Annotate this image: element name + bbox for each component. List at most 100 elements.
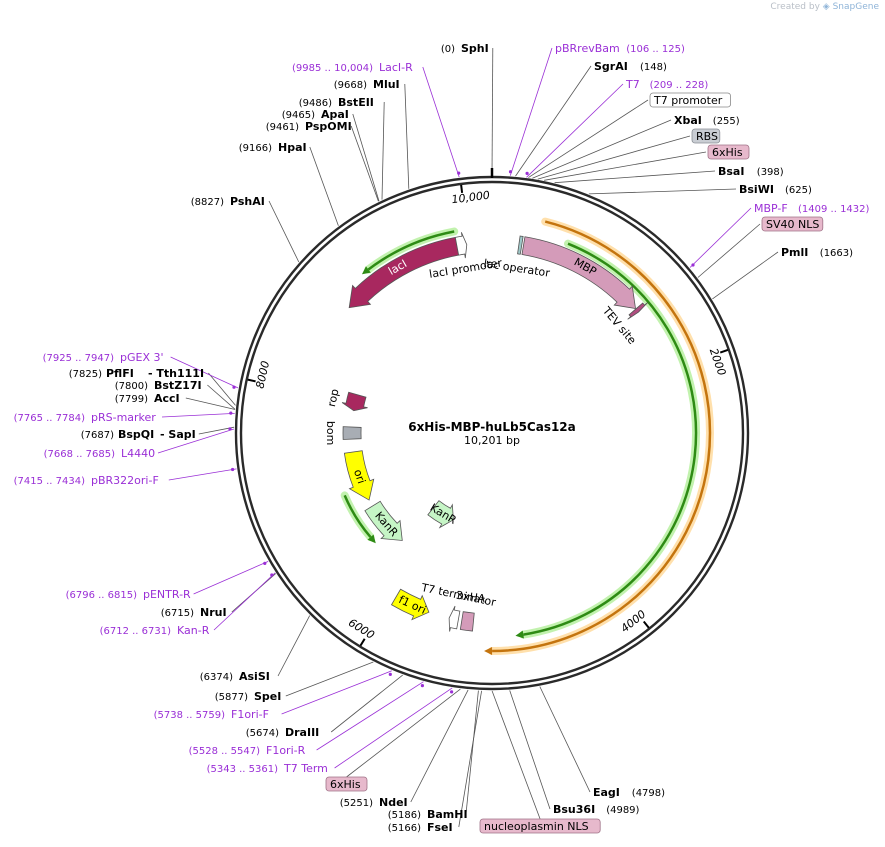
enzyme-position: (398) xyxy=(757,167,784,178)
enzyme-leader xyxy=(268,200,300,263)
enzyme-position: (5251) xyxy=(340,798,373,809)
feature-label: 3xHA xyxy=(455,589,486,606)
plasmid-length: 10,201 bp xyxy=(464,434,520,447)
enzyme-leader xyxy=(198,426,235,435)
enzyme-leader xyxy=(381,101,385,200)
enzyme-draiii: DraIII xyxy=(285,726,319,739)
primer-leader xyxy=(161,413,235,418)
feature-t7-terminator xyxy=(448,605,461,632)
primer-site-mark xyxy=(388,672,392,677)
enzyme-hpai: HpaI xyxy=(278,141,307,154)
enzyme-position: (9166) xyxy=(239,143,272,154)
primer-leader xyxy=(334,687,453,769)
enzyme-position: (5186) xyxy=(388,810,421,821)
primer-range: (7925 .. 7947) xyxy=(43,353,115,364)
primer-range: (5343 .. 5361) xyxy=(207,764,279,775)
enzyme-leader xyxy=(712,251,779,300)
primer-site-mark xyxy=(420,684,424,688)
primer-range: (209 .. 228) xyxy=(650,80,709,91)
primer-range: (1409 .. 1432) xyxy=(798,204,870,215)
snapgene-credit: Created by ◈ SnapGene xyxy=(770,2,879,12)
feature-leader xyxy=(544,151,707,181)
enzyme-leader xyxy=(588,188,737,195)
enzyme-position: (9465) xyxy=(282,110,315,121)
feature-label: bom xyxy=(324,421,337,445)
feature-box xyxy=(325,776,368,792)
primer-range: (6712 .. 6731) xyxy=(100,626,172,637)
credit-brand: SnapGene xyxy=(832,2,879,12)
feature-label: lac operator xyxy=(483,257,551,280)
enzyme-position: (9486) xyxy=(299,98,332,109)
enzyme-position: (5674) xyxy=(246,728,279,739)
primer-site-mark xyxy=(508,170,513,174)
primer-t7-term: T7 Term xyxy=(283,762,328,775)
enzyme-leader xyxy=(491,47,494,176)
enzyme-position: (5877) xyxy=(215,692,248,703)
primer-kan-r: Kan-R xyxy=(177,624,210,637)
enzyme-leader xyxy=(350,125,379,202)
primer-leader xyxy=(316,681,424,751)
enzyme-bsiwi: BsiWI xyxy=(739,183,774,196)
enzyme-leader xyxy=(554,170,716,184)
primer-pentr-r: pENTR-R xyxy=(143,588,191,601)
enzyme-leader xyxy=(208,372,236,406)
enzyme-leader xyxy=(509,690,551,810)
feature-leader xyxy=(491,690,541,820)
enzyme-position: (1663) xyxy=(820,248,853,259)
primer-leader xyxy=(170,356,239,389)
labels[interactable]: SphI(0)SgrAI(148)XbaI(255)BsaI(398)BsiWI… xyxy=(14,42,870,834)
enzyme-leader xyxy=(352,113,380,202)
primer-pbr322ori-f: pBR322ori-F xyxy=(91,474,159,487)
feature-3xha xyxy=(459,611,475,632)
enzyme-position: (0) xyxy=(441,44,455,55)
enzyme-position: (4989) xyxy=(606,805,639,816)
enzyme-leader xyxy=(309,146,339,226)
enzyme-position: (7800) xyxy=(115,381,148,392)
enzyme-apai: ApaI xyxy=(321,108,349,121)
enzyme-bstz17i: BstZ17I xyxy=(154,379,202,392)
tick-label: 10,000 xyxy=(451,189,491,207)
enzyme-position: (7687) xyxy=(81,430,114,441)
enzyme-pmli: PmlI xyxy=(781,246,808,259)
credit-text: Created by xyxy=(770,2,820,12)
primer-site-mark xyxy=(263,561,267,566)
feature-box-label-t7-promoter: T7 promoter xyxy=(653,94,723,107)
feature-f1-ori xyxy=(390,588,430,621)
feature-leader xyxy=(346,688,461,778)
primer-range: (7668 .. 7685) xyxy=(44,449,116,460)
enzyme-position: (4798) xyxy=(632,788,665,799)
primer-range: (7415 .. 7434) xyxy=(14,476,86,487)
enzyme-leader xyxy=(207,384,236,410)
enzyme-leader xyxy=(539,686,591,793)
enzyme-position: (9461) xyxy=(266,122,299,133)
feature-box-label-6xhis: 6xHis xyxy=(330,778,361,791)
primer-leader xyxy=(168,468,237,481)
primer-leader xyxy=(689,207,752,268)
feature-kanr xyxy=(427,500,454,529)
orf-line xyxy=(343,494,372,538)
feature-box xyxy=(761,216,824,232)
primer-range: (9985 .. 10,004) xyxy=(292,63,373,74)
feature-box xyxy=(649,92,731,108)
enzyme-position: (6374) xyxy=(200,672,233,683)
primer-leader xyxy=(157,428,235,454)
feature-label: rop xyxy=(325,388,342,408)
feature-rop xyxy=(341,391,368,412)
feature-laci-promoter xyxy=(454,232,468,259)
enzyme-position: (8827) xyxy=(191,197,224,208)
primer-range: (7765 .. 7784) xyxy=(14,413,86,424)
enzyme-pflfi: PflFI xyxy=(106,367,134,380)
enzyme-position: (625) xyxy=(785,185,812,196)
enzyme-leader xyxy=(285,661,374,697)
orf-line xyxy=(492,220,712,653)
enzyme-position: (9668) xyxy=(334,80,367,91)
feature-box-label-nucleoplasmin-nls: nucleoplasmin NLS xyxy=(484,820,589,833)
enzyme-position: (7799) xyxy=(115,394,148,405)
primer-leader xyxy=(193,561,269,595)
primer-range: (6796 .. 6815) xyxy=(66,590,138,601)
enzyme-leader xyxy=(404,83,410,189)
enzyme-leader xyxy=(515,65,592,177)
primer-pbrrevbam: pBRrevBam xyxy=(555,42,620,55)
enzyme-pspomi: PspOMI xyxy=(305,120,352,133)
